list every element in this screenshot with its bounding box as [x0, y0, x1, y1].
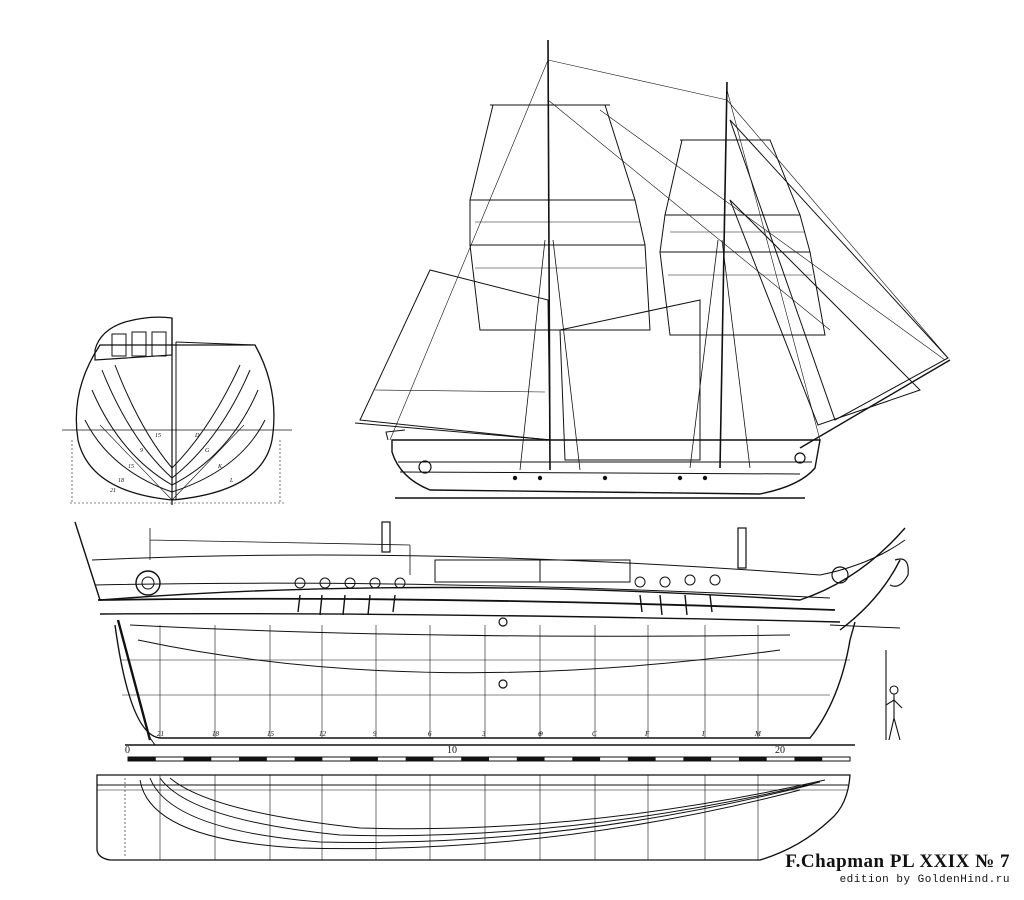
station-mark: I — [701, 730, 705, 738]
station-mark: 6 — [428, 730, 432, 738]
scale-label-0: 0 — [125, 745, 130, 756]
body-plan-mark: 15 — [155, 433, 161, 439]
scale-segment — [516, 757, 545, 761]
scale-bar: 0 10 20 — [125, 745, 851, 762]
plate-title: F.Chapman PL XXIX № 7 — [785, 851, 1010, 872]
body-plan-mark: K — [217, 464, 223, 470]
scale-segment — [128, 757, 156, 761]
scale-segment — [738, 757, 767, 761]
half-breadth-plan — [96, 774, 851, 861]
sheer-plan — [74, 521, 909, 746]
body-plan-mark: D — [194, 433, 200, 439]
body-plan-mark: 9 — [140, 448, 143, 454]
station-mark: M — [754, 730, 762, 738]
station-mark: 21 — [157, 730, 164, 738]
edition-credit: edition by GoldenHind.ru — [839, 874, 1010, 886]
scale-segment — [239, 757, 267, 761]
scale-segment — [683, 757, 712, 761]
station-mark: 3 — [481, 730, 486, 738]
scale-segment — [627, 757, 656, 761]
station-mark: C — [592, 730, 597, 738]
human-figure — [885, 650, 903, 741]
body-plan-mark: 21 — [110, 488, 116, 494]
plate-caption: F.Chapman PL XXIX № 7 edition by GoldenH… — [785, 851, 1010, 886]
body-plan-mark: L — [229, 478, 234, 484]
station-mark: 9 — [373, 730, 377, 738]
scale-segment — [405, 757, 434, 761]
body-plan-mark: G — [205, 448, 210, 454]
scale-label-20: 20 — [775, 745, 785, 756]
scale-label-10: 10 — [447, 745, 457, 756]
station-mark: F — [644, 730, 650, 738]
scale-segment — [183, 757, 212, 761]
scale-segment — [794, 757, 823, 761]
scale-segment — [350, 757, 378, 761]
sail-plan — [354, 39, 951, 499]
station-marks: 21 18 15 12 9 6 3 ⊕ C F I M — [157, 730, 762, 738]
body-plan-marks: 15 9 15 18 21 D G K L — [110, 433, 234, 494]
body-plan-mark: 15 — [128, 464, 134, 470]
station-mark: ⊕ — [537, 730, 543, 738]
scale-segment — [461, 757, 489, 761]
scale-segment — [294, 757, 323, 761]
body-plan — [62, 316, 292, 505]
station-mark: 15 — [267, 730, 275, 738]
station-mark: 18 — [212, 730, 220, 738]
body-plan-mark: 18 — [118, 478, 124, 484]
station-mark: 12 — [319, 730, 327, 738]
scale-segment — [572, 757, 601, 761]
